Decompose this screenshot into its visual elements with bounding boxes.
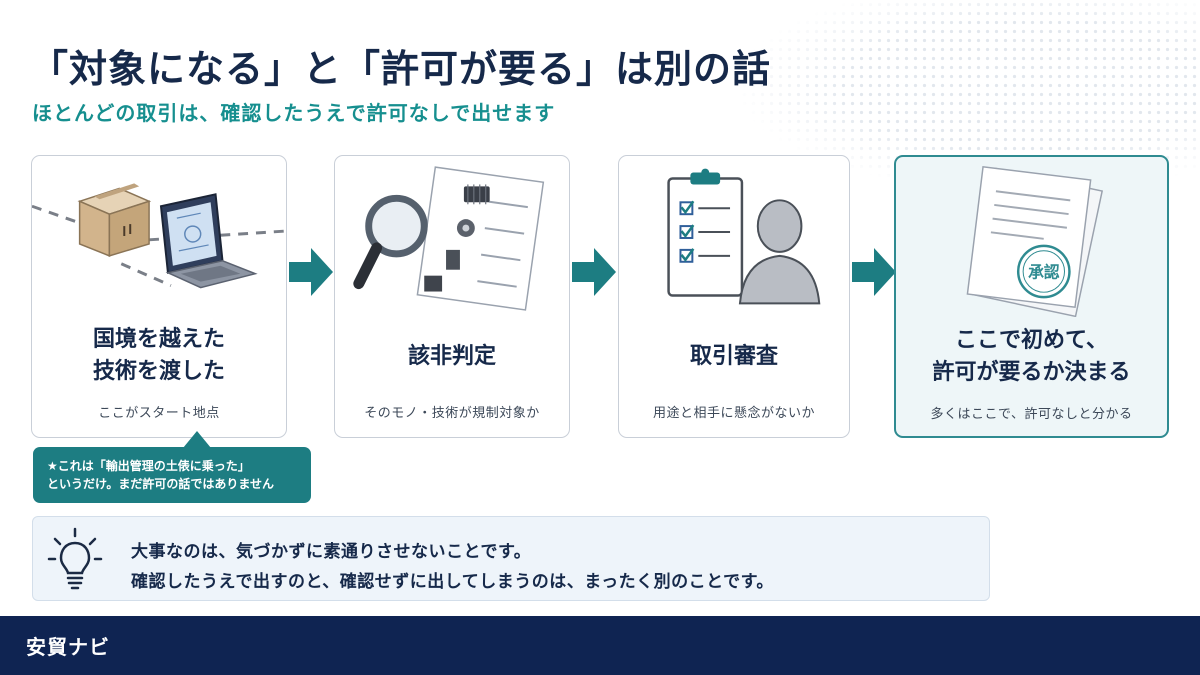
arrow-right-icon	[852, 248, 896, 296]
step-card-classification: 該非判定 そのモノ・技術が規制対象か	[334, 155, 570, 438]
step-card-transaction-review: 取引審査 用途と相手に懸念がないか	[618, 155, 850, 438]
step-card-cross-border: 国境を越えた 技術を渡した ここがスタート地点	[31, 155, 287, 438]
step-title: 取引審査	[619, 341, 849, 373]
footer-brand: 安貿ナビ	[26, 635, 110, 659]
chip-icon	[463, 184, 490, 205]
laptop-icon	[159, 193, 258, 289]
step-title: ここで初めて、 許可が要るか決まる	[896, 325, 1167, 389]
step-caption: 多くはここで、許可なしと分かる	[930, 407, 1133, 422]
box-icon	[77, 183, 152, 257]
step-caption: 用途と相手に懸念がないか	[652, 406, 815, 421]
note-line: というだけ。まだ許可の話ではありません	[47, 477, 275, 491]
note-callout: ★これは「輸出管理の土俵に乗った」 というだけ。まだ許可の話ではありません	[33, 431, 311, 503]
note-line: ★これは「輸出管理の土俵に乗った」	[47, 459, 250, 473]
step-title: 国境を越えた 技術を渡した	[32, 324, 286, 388]
step-title-line: 技術を渡した	[92, 359, 225, 384]
step-title-line: 取引審査	[689, 344, 778, 369]
step-title: 該非判定	[335, 341, 569, 373]
review-illustration	[667, 168, 821, 305]
classification-illustration	[353, 166, 545, 311]
tip-box: 大事なのは、気づかずに素通りさせないことです。 確認したうえで出すのと、確認せず…	[32, 516, 990, 601]
checklist-clipboard-icon	[667, 168, 744, 297]
page-subtitle: ほとんどの取引は、確認したうえで許可なしで出せます	[32, 101, 556, 125]
page-title: 「対象になる」と「許可が要る」は別の話	[30, 47, 772, 91]
arrow-right-icon	[572, 248, 616, 296]
approved-document-icon: 承認	[966, 165, 1104, 317]
tip-line: 大事なのは、気づかずに素通りさせないことです。	[131, 542, 532, 562]
step-card-license-decision: 承認 ここで初めて、 許可が要るか決まる 多くはここで、許可なしと分かる	[894, 155, 1169, 438]
lightbulb-icon	[47, 527, 103, 590]
arrow-right-icon	[289, 248, 333, 296]
stamp-text: 承認	[1028, 262, 1060, 281]
footer-bar: 安貿ナビ	[0, 616, 1200, 675]
person-silhouette-icon	[738, 199, 821, 305]
step-caption: そのモノ・技術が規制対象か	[364, 406, 540, 421]
step-caption: ここがスタート地点	[98, 406, 220, 421]
step-title-line: ここで初めて、	[955, 328, 1108, 353]
step-title-line: 国境を越えた	[92, 327, 225, 352]
step-title-line: 該非判定	[407, 344, 496, 369]
tip-line: 確認したうえで出すのと、確認せずに出してしまうのは、まったく別のことです。	[131, 572, 774, 592]
magnifier-icon	[353, 194, 428, 290]
step-title-line: 許可が要るか決まる	[932, 360, 1131, 385]
box-laptop-illustration	[32, 183, 286, 289]
